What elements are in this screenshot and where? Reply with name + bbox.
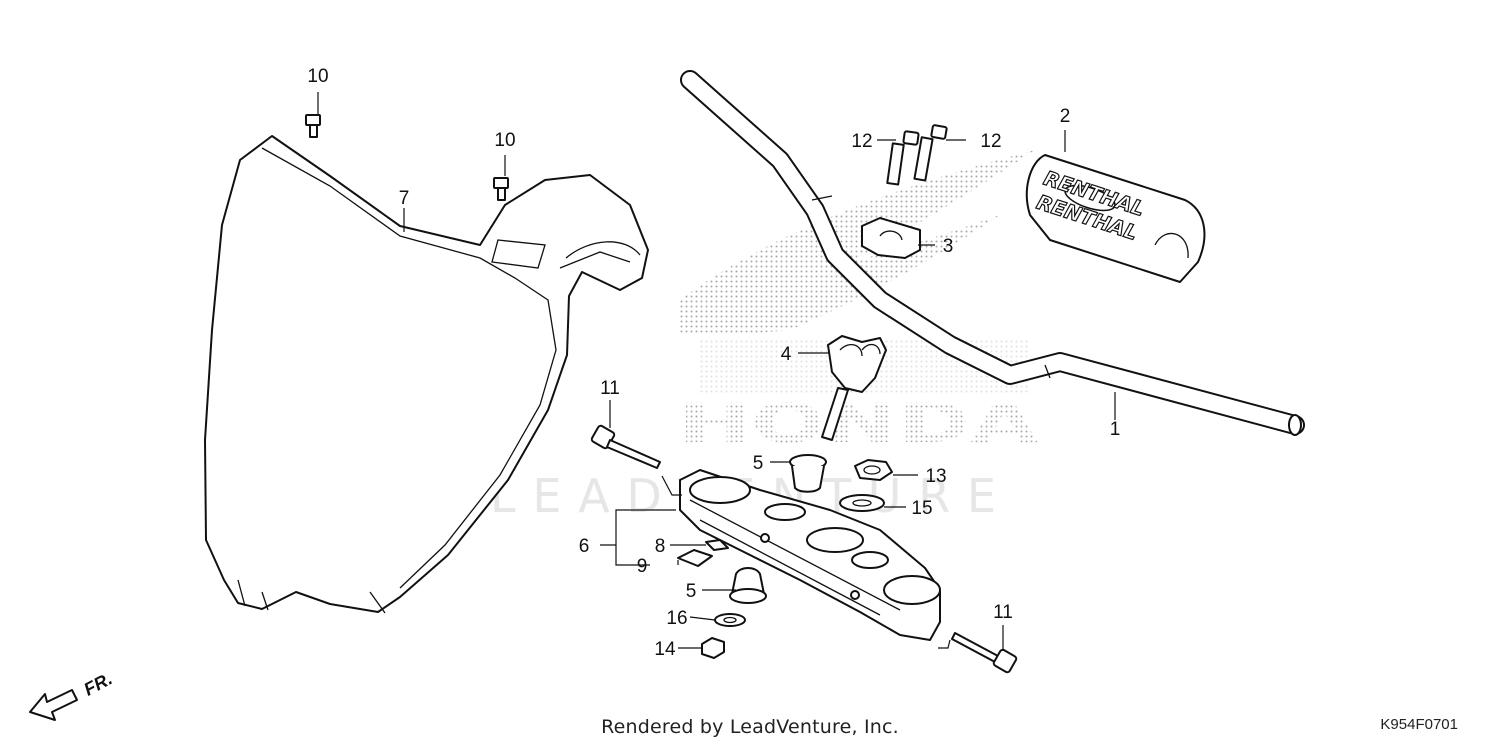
callout-11-right: 11 xyxy=(993,602,1013,623)
nut-14[interactable] xyxy=(701,637,725,659)
front-direction-arrow[interactable]: FR. xyxy=(29,668,116,721)
bolt-12-right[interactable] xyxy=(913,124,948,182)
callout-5-upper: 5 xyxy=(753,453,764,474)
part-9[interactable] xyxy=(677,549,713,567)
handlebar-pad[interactable]: RENTHAL RENTHAL xyxy=(1025,154,1206,283)
bolt-10-left[interactable] xyxy=(305,114,321,138)
handlebar[interactable] xyxy=(680,70,1305,436)
callout-7: 7 xyxy=(399,188,410,209)
callout-6: 6 xyxy=(579,536,590,557)
honda-logo-watermark: HONDA xyxy=(678,150,1038,455)
callout-13: 13 xyxy=(925,466,946,487)
callout-11-left: 11 xyxy=(600,378,620,399)
callout-10-right: 10 xyxy=(494,130,515,151)
callout-12-left: 12 xyxy=(851,131,872,152)
honda-logo-text: HONDA xyxy=(678,392,1038,455)
callout-2: 2 xyxy=(1060,106,1071,127)
nut-13[interactable] xyxy=(854,459,893,481)
callout-14: 14 xyxy=(654,639,676,660)
bushing-5-upper[interactable] xyxy=(789,454,827,493)
leader-lines xyxy=(317,92,1116,651)
bolt-10-right[interactable] xyxy=(493,177,509,201)
footer-credit: Rendered by LeadVenture, Inc. xyxy=(601,716,899,738)
bolt-11-right[interactable] xyxy=(951,632,1018,674)
callout-1: 1 xyxy=(1110,419,1121,440)
callout-9: 9 xyxy=(637,556,648,577)
washer-16[interactable] xyxy=(714,613,746,627)
callout-15: 15 xyxy=(911,498,932,519)
bushing-5-lower[interactable] xyxy=(729,567,767,604)
bolt-12-left[interactable] xyxy=(886,130,920,186)
number-plate[interactable] xyxy=(204,135,649,614)
callout-12-right: 12 xyxy=(980,131,1001,152)
part-8[interactable] xyxy=(705,539,729,551)
front-direction-label: FR. xyxy=(81,668,116,699)
washer-15[interactable] xyxy=(839,494,885,512)
bolt-11-left[interactable] xyxy=(590,424,661,469)
callout-4: 4 xyxy=(781,344,792,365)
callout-8: 8 xyxy=(655,536,666,557)
callout-5-lower: 5 xyxy=(686,581,697,602)
callout-10-left: 10 xyxy=(307,66,328,87)
callouts: 10 10 7 2 12 12 3 4 1 11 5 13 15 6 8 9 5… xyxy=(307,66,1120,660)
callout-3: 3 xyxy=(943,236,954,257)
handlebar-lower-holder[interactable] xyxy=(821,335,887,441)
diagram-code: K954F0701 xyxy=(1380,716,1458,733)
callout-16: 16 xyxy=(666,608,687,629)
top-bridge[interactable] xyxy=(679,469,941,641)
handlebar-upper-holder[interactable] xyxy=(861,217,921,259)
